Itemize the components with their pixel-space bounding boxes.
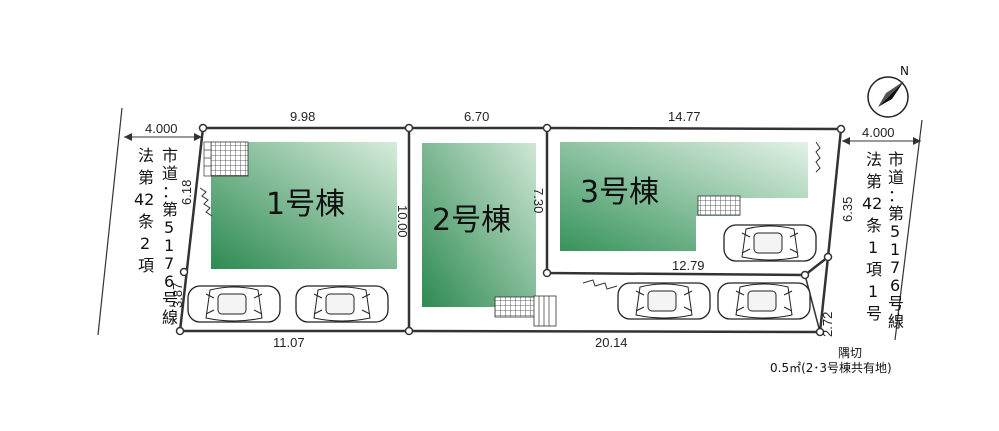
svg-text:条: 条 [138, 212, 154, 231]
parking-car-1a [187, 285, 281, 323]
corner-cut-line [804, 274, 821, 333]
svg-text:6: 6 [164, 272, 174, 291]
building-2-entrance [494, 296, 536, 318]
dim-top-lot3: 14.77 [668, 109, 701, 124]
dim-inner-lot3: 12.79 [672, 258, 705, 273]
left-road-width-value: 4.000 [145, 121, 178, 136]
dim-building1-depth: 10.00 [395, 205, 410, 238]
building-2-label: 2号棟 [432, 203, 511, 238]
svg-text:5: 5 [164, 218, 174, 237]
svg-text:第: 第 [162, 200, 178, 219]
svg-text:1: 1 [868, 238, 878, 257]
right-road-width-value: 4.000 [862, 125, 895, 140]
building-1-entrance [210, 141, 249, 177]
svg-text:道: 道 [162, 164, 178, 183]
svg-text:法: 法 [866, 150, 882, 169]
corner-cut-title: 隅切 [838, 346, 862, 360]
lot1-fence-hatch [203, 141, 212, 177]
svg-text:条: 条 [866, 216, 882, 235]
left-road-label: 法 第 42 条 2 項 市 道 ： 第 5 1 7 6 号 線 [134, 146, 178, 327]
svg-text:項: 項 [866, 260, 882, 279]
svg-text:道: 道 [888, 168, 904, 187]
parking-car-3a [717, 282, 811, 320]
svg-text:号: 号 [888, 294, 904, 313]
left-road-width: 4.000 [124, 121, 202, 141]
dim-building2-depth: 7.30 [531, 188, 546, 213]
svg-text:42: 42 [862, 194, 882, 213]
svg-text:線: 線 [162, 308, 178, 327]
building-2 [422, 143, 536, 307]
lot3-boundary [545, 128, 829, 277]
svg-text:号: 号 [866, 304, 882, 323]
svg-text:第: 第 [888, 204, 904, 223]
parking-car-3b [723, 224, 817, 262]
corner-cut-detail: 0.5㎡(2･3号棟共有地) [770, 360, 892, 375]
svg-text:項: 項 [138, 256, 154, 275]
building-3 [560, 142, 808, 251]
right-road-width: 4.000 [842, 125, 921, 145]
building-3-label: 3号棟 [580, 175, 659, 210]
svg-text:1: 1 [868, 282, 878, 301]
compass-label: N [900, 64, 909, 78]
dim-corner: 2.72 [820, 312, 835, 337]
building-1-label: 1号棟 [266, 187, 345, 222]
svg-text:号: 号 [162, 290, 178, 309]
svg-text:線: 線 [888, 312, 904, 331]
svg-text:42: 42 [134, 190, 154, 209]
svg-text:第: 第 [866, 172, 882, 191]
dim-left-upper: 6.18 [179, 180, 194, 205]
svg-text:5: 5 [890, 222, 900, 241]
shrubs [199, 141, 821, 290]
right-road-edge [894, 119, 923, 341]
svg-text:：: ： [162, 182, 178, 201]
svg-text:市: 市 [162, 146, 178, 165]
building-3-entrance [697, 195, 741, 216]
dim-top-lot1: 9.98 [290, 109, 315, 124]
svg-text:市: 市 [888, 150, 904, 169]
svg-text:第: 第 [138, 168, 154, 187]
right-road-label: 法 第 42 条 1 項 1 号 市 道 ： 第 5 1 7 6 号 線 [862, 150, 904, 331]
dim-building3-depth: 6.35 [840, 197, 855, 222]
parking-car-1b [295, 285, 389, 323]
building-2-steps [533, 295, 557, 327]
dim-bottom-lot1: 11.07 [273, 335, 305, 350]
svg-text:1: 1 [164, 236, 174, 255]
svg-text:2: 2 [140, 234, 150, 253]
north-compass-icon: N [867, 64, 909, 118]
svg-text:7: 7 [164, 254, 174, 273]
svg-text:7: 7 [890, 258, 900, 277]
parking-car-2 [617, 282, 711, 320]
svg-text:：: ： [888, 186, 904, 205]
dim-top-lot2: 6.70 [464, 109, 489, 124]
dim-left-lower: 3.87 [170, 283, 185, 308]
svg-text:6: 6 [890, 276, 900, 295]
left-road-edge [97, 107, 123, 336]
svg-text:法: 法 [138, 146, 154, 165]
boundary-markers [175, 123, 846, 337]
dim-bottom-lot23: 20.14 [595, 335, 628, 350]
svg-text:1: 1 [890, 240, 900, 259]
